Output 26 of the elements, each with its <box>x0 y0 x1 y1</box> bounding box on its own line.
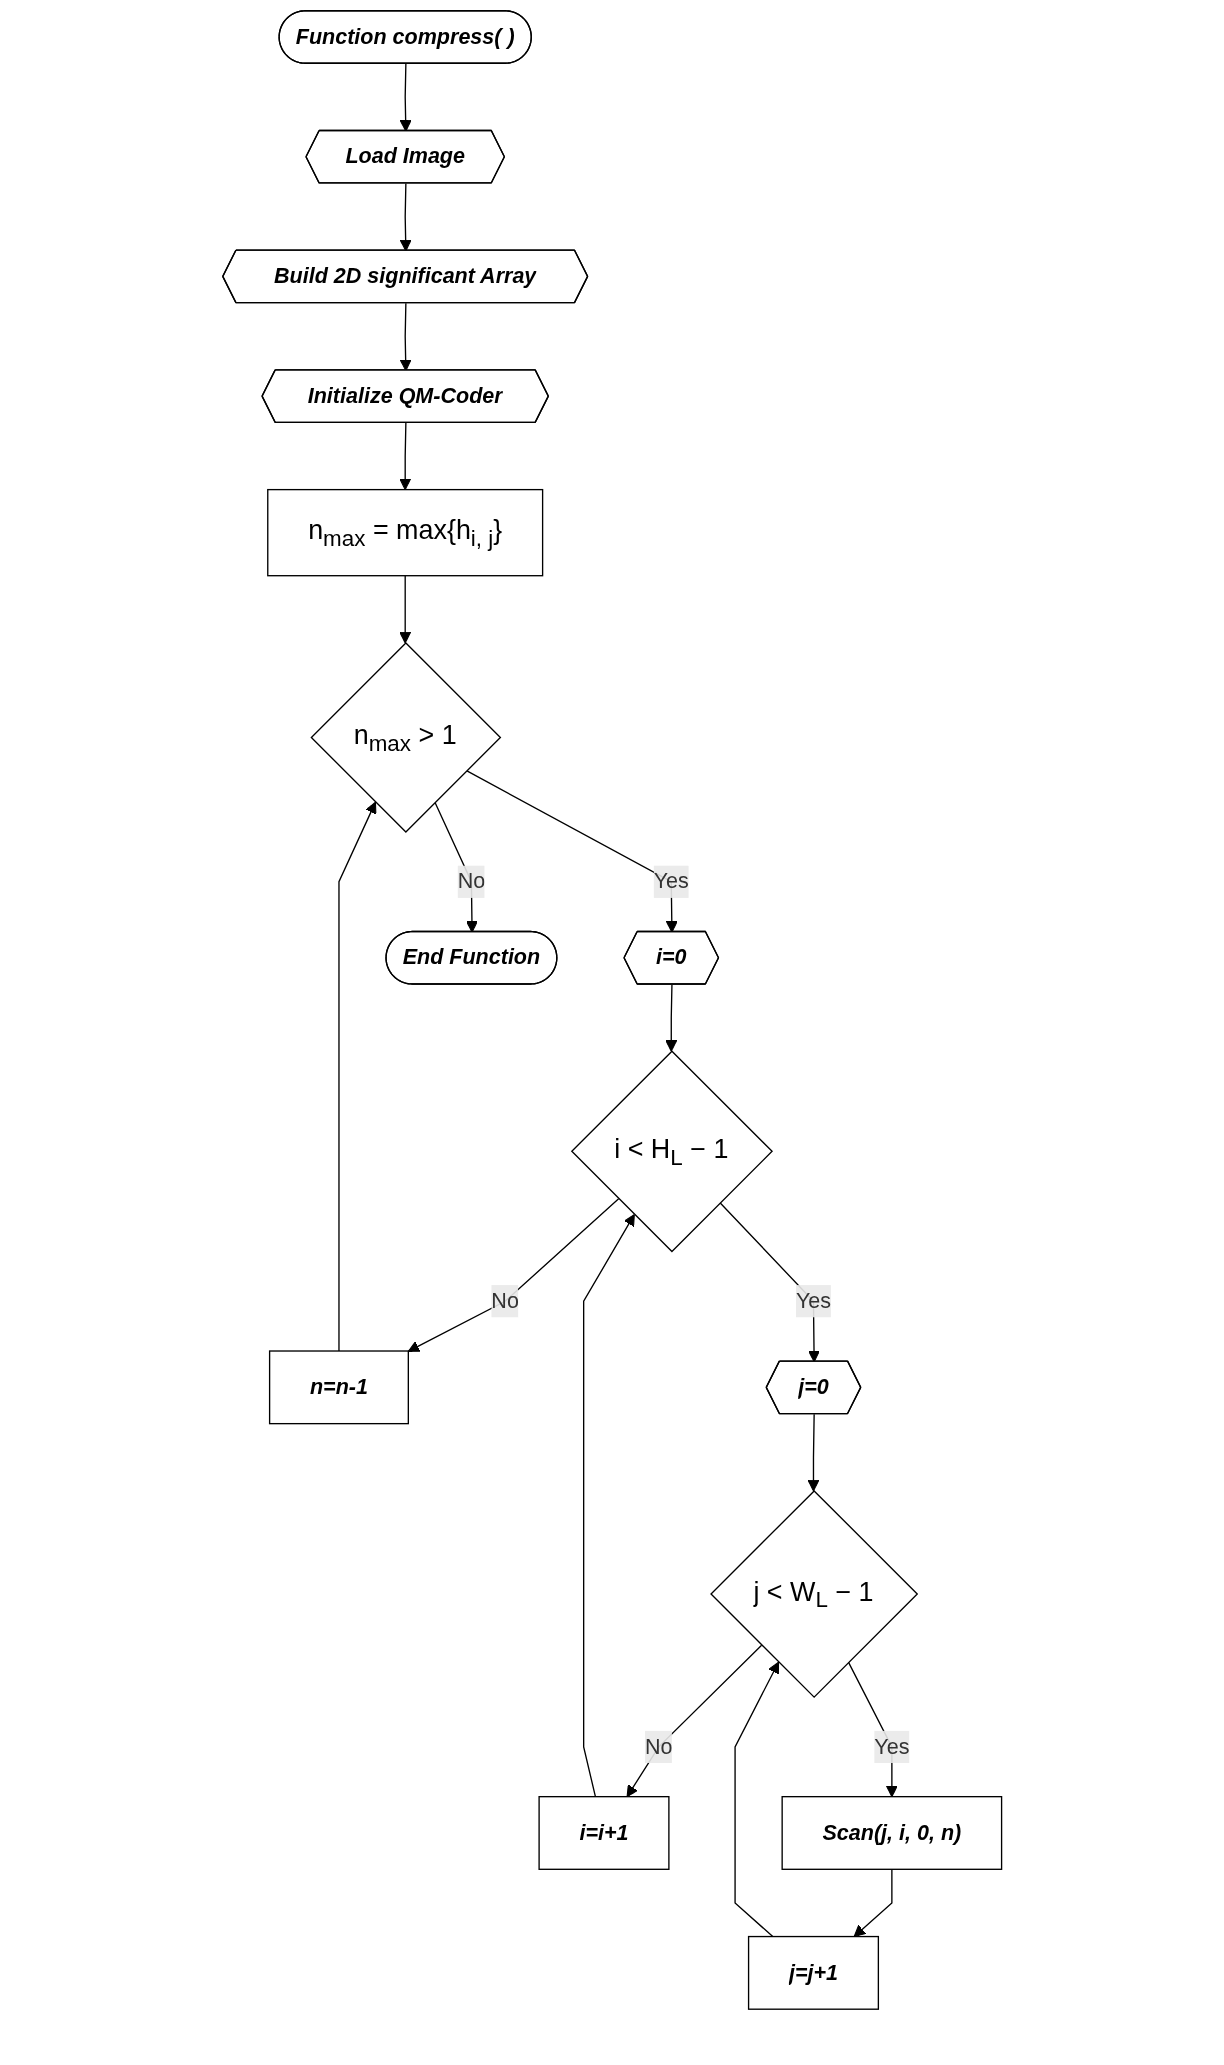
node-box: j=j+1 <box>747 1935 879 2010</box>
node-diamond: j < W$_{L}$ − 1 <box>709 1489 919 1699</box>
node-diamond: i < H$_{L}$ − 1 <box>570 1050 773 1253</box>
edge-label: No <box>644 1734 673 1758</box>
edge-label: No <box>491 1289 519 1313</box>
edge-label: Yes <box>874 1734 910 1758</box>
node-box: n=n-1 <box>268 1350 409 1425</box>
arrow <box>399 182 412 252</box>
arrow <box>582 1214 635 1798</box>
edge-label: No <box>457 869 485 893</box>
arrow <box>807 1413 820 1492</box>
arrow <box>734 1661 779 1938</box>
arrow <box>399 63 412 132</box>
arrow <box>338 801 377 1352</box>
arrow <box>399 575 411 644</box>
node-box: n$_{max}$ = max{h$_{i, j}$} <box>266 488 544 577</box>
arrow <box>407 1198 620 1352</box>
arrow <box>399 422 411 491</box>
edge-label: Yes <box>795 1289 831 1313</box>
arrow <box>665 983 677 1052</box>
node-box: i=i+1 <box>538 1796 670 1870</box>
node-box: Scan(j, i, 0, n) <box>781 1796 1003 1870</box>
arrow <box>626 1644 763 1798</box>
arrow <box>853 1868 893 1938</box>
node-diamond: n$_{max}$ > 1 <box>310 642 502 833</box>
edge-label: Yes <box>653 869 689 893</box>
